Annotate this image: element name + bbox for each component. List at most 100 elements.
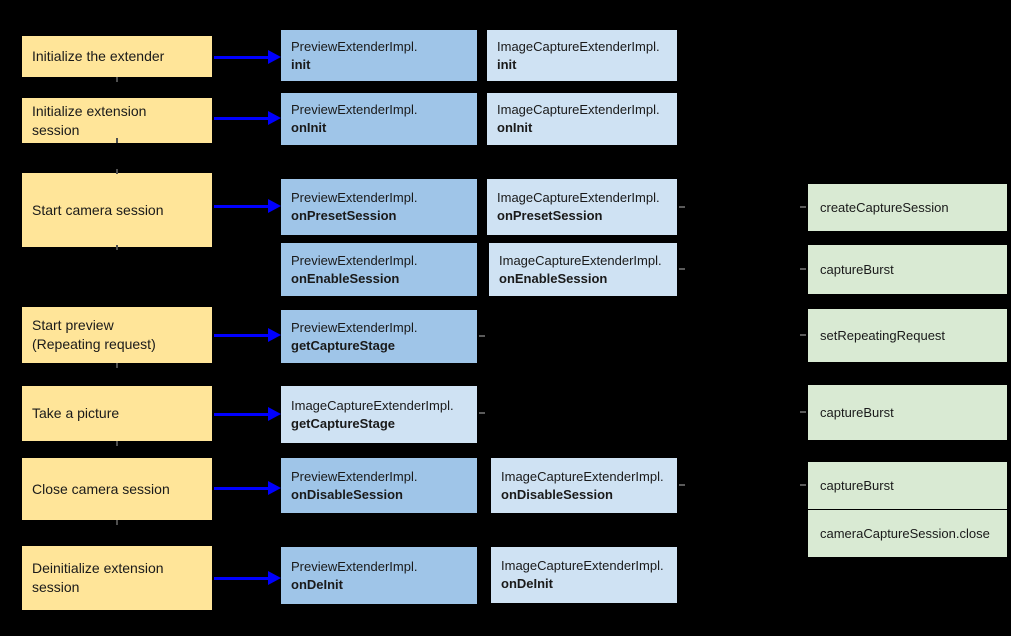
impl-class-name: ImageCaptureExtenderImpl. <box>499 252 662 268</box>
camera-op-box-captureburst-2: captureBurst <box>808 385 1007 440</box>
arrow-shaft <box>214 413 270 416</box>
connector-tick <box>116 441 118 446</box>
connector-tick <box>800 484 806 486</box>
impl-box-preview-ondeinit: PreviewExtenderImpl. onDeInit <box>281 547 477 604</box>
step-label: Deinitialize extension session <box>32 560 164 595</box>
step-label: Initialize the extender <box>32 48 165 64</box>
step-box-take-a-picture: Take a picture <box>22 386 212 441</box>
connector-tick <box>116 138 118 143</box>
impl-method-name: onInit <box>291 120 327 135</box>
flow-arrow-take-a-picture <box>214 407 281 421</box>
impl-box-preview-getcapturestage: PreviewExtenderImpl. getCaptureStage <box>281 310 477 363</box>
connector-tick <box>116 520 118 525</box>
impl-box-imagecapture-ondeinit: ImageCaptureExtenderImpl. onDeInit <box>491 547 677 603</box>
flow-arrow-start-camera-session <box>214 199 281 213</box>
camera-op-label: setRepeatingRequest <box>820 328 946 343</box>
impl-method-name: onEnableSession <box>291 270 400 286</box>
impl-method-name: onPresetSession <box>497 208 603 223</box>
arrow-head-icon <box>268 571 281 585</box>
arrow-shaft <box>214 577 270 580</box>
connector-tick <box>800 411 806 413</box>
flow-arrow-initialize-extender <box>214 50 281 64</box>
camera-op-box-setrepeatingrequest: setRepeatingRequest <box>808 309 1007 362</box>
arrow-shaft <box>214 205 270 208</box>
flow-arrow-close-camera-session <box>214 481 281 495</box>
impl-method-name: init <box>497 56 517 72</box>
connector-tick <box>116 245 118 250</box>
impl-box-imagecapture-ondisablesession: ImageCaptureExtenderImpl. onDisableSessi… <box>491 458 677 513</box>
flow-arrow-initialize-extension-session <box>214 111 281 125</box>
impl-method-name: onDeInit <box>291 576 343 592</box>
step-label: Take a picture <box>32 405 120 421</box>
impl-class-name: ImageCaptureExtenderImpl. <box>501 468 664 484</box>
impl-class-name: ImageCaptureExtenderImpl. <box>497 190 660 205</box>
step-box-deinitialize-extension-session: Deinitialize extension session <box>22 546 212 610</box>
arrow-head-icon <box>268 481 281 495</box>
connector-tick <box>800 334 806 336</box>
impl-method-name: onDisableSession <box>501 486 613 502</box>
arrow-head-icon <box>268 199 281 213</box>
flow-arrow-start-preview <box>214 328 281 342</box>
connector-tick <box>479 412 485 414</box>
impl-box-imagecapture-onenablesession: ImageCaptureExtenderImpl. onEnableSessio… <box>489 243 677 296</box>
step-label: Start preview (Repeating request) <box>32 317 156 352</box>
impl-box-imagecapture-onpresetsession: ImageCaptureExtenderImpl. onPresetSessio… <box>487 179 677 235</box>
impl-method-name: onDisableSession <box>291 486 403 502</box>
step-box-close-camera-session: Close camera session <box>22 458 212 520</box>
impl-box-preview-init: PreviewExtenderImpl. init <box>281 30 477 81</box>
step-label: Initialize extension session <box>32 102 147 138</box>
camera-op-label: captureBurst <box>820 478 894 493</box>
impl-class-name: PreviewExtenderImpl. <box>291 319 418 335</box>
impl-class-name: PreviewExtenderImpl. <box>291 38 418 54</box>
impl-box-preview-onenablesession: PreviewExtenderImpl. onEnableSession <box>281 243 477 296</box>
camera-op-label: captureBurst <box>820 405 894 420</box>
impl-method-name: getCaptureStage <box>291 415 396 431</box>
impl-method-name: getCaptureStage <box>291 337 396 353</box>
impl-class-name: PreviewExtenderImpl. <box>291 102 418 117</box>
impl-class-name: ImageCaptureExtenderImpl. <box>497 38 660 54</box>
impl-class-name: PreviewExtenderImpl. <box>291 468 418 484</box>
impl-class-name: ImageCaptureExtenderImpl. <box>291 397 454 413</box>
impl-box-imagecapture-init: ImageCaptureExtenderImpl. init <box>487 30 677 81</box>
step-box-initialize-extender: Initialize the extender <box>22 36 212 77</box>
connector-tick <box>679 268 685 270</box>
arrow-shaft <box>214 56 270 59</box>
impl-box-preview-onpresetsession: PreviewExtenderImpl. onPresetSession <box>281 179 477 235</box>
impl-box-preview-ondisablesession: PreviewExtenderImpl. onDisableSession <box>281 458 477 513</box>
connector-tick <box>679 206 685 208</box>
step-box-start-preview: Start preview (Repeating request) <box>22 307 212 363</box>
impl-class-name: ImageCaptureExtenderImpl. <box>497 102 660 117</box>
impl-method-name: onEnableSession <box>499 270 608 286</box>
camera-op-label: captureBurst <box>820 262 894 277</box>
step-label: Close camera session <box>32 480 170 497</box>
impl-method-name: onDeInit <box>501 576 553 591</box>
connector-tick <box>116 77 118 82</box>
arrow-shaft <box>214 487 270 490</box>
connector-tick <box>116 169 118 174</box>
impl-class-name: PreviewExtenderImpl. <box>291 190 418 205</box>
impl-box-preview-oninit: PreviewExtenderImpl. onInit <box>281 93 477 145</box>
arrow-head-icon <box>268 50 281 64</box>
camera-op-box-captureburst-3: captureBurst <box>808 462 1007 509</box>
camera-op-label: cameraCaptureSession.close <box>820 526 990 541</box>
impl-class-name: PreviewExtenderImpl. <box>291 252 418 268</box>
impl-method-name: onInit <box>497 120 533 135</box>
impl-class-name: ImageCaptureExtenderImpl. <box>501 558 664 573</box>
arrow-head-icon <box>268 407 281 421</box>
impl-box-imagecapture-oninit: ImageCaptureExtenderImpl. onInit <box>487 93 677 145</box>
camera-op-box-createcapturesession: createCaptureSession <box>808 184 1007 231</box>
step-box-start-camera-session: Start camera session <box>22 173 212 247</box>
connector-tick <box>800 268 806 270</box>
connector-tick <box>679 484 685 486</box>
arrow-head-icon <box>268 111 281 125</box>
step-label: Start camera session <box>32 201 164 218</box>
camera-op-label: createCaptureSession <box>820 200 949 215</box>
arrow-shaft <box>214 117 270 120</box>
step-box-initialize-extension-session: Initialize extension session <box>22 98 212 143</box>
camera-op-box-captureburst-1: captureBurst <box>808 245 1007 294</box>
connector-tick <box>479 335 485 337</box>
impl-method-name: init <box>291 56 311 72</box>
arrow-shaft <box>214 334 270 337</box>
arrow-head-icon <box>268 328 281 342</box>
